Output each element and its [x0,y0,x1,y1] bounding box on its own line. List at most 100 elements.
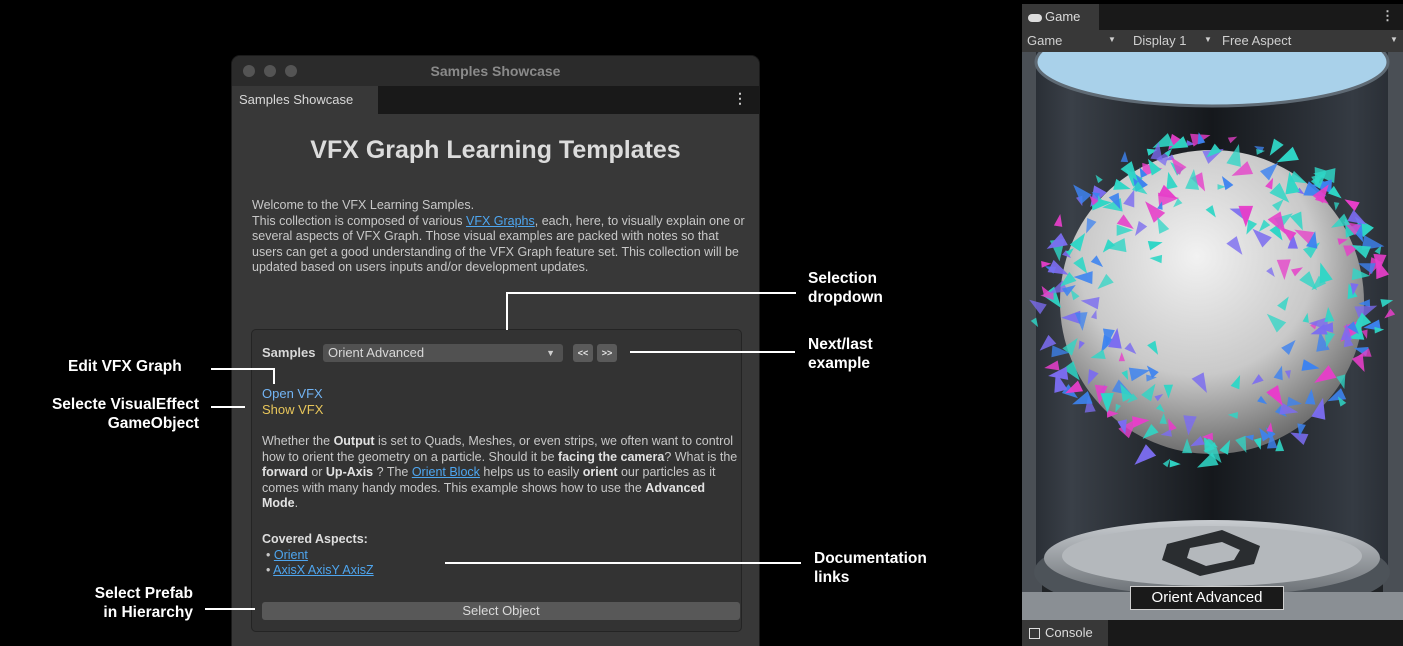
next-sample-button[interactable]: >> [597,344,617,362]
particle-shard [1310,172,1327,189]
particle-shard [1285,171,1300,195]
particle-shard [1062,249,1072,259]
particle-shard [1108,192,1121,210]
particle-shard [1320,180,1328,192]
particle-shard [1266,385,1283,406]
particle-shard [1252,228,1272,248]
orient-doc-link[interactable]: Orient [273,548,308,562]
game-menu-icon[interactable]: ⋮ [1381,8,1394,23]
particle-shard [1196,452,1219,468]
tab-game[interactable]: Game [1022,4,1099,30]
game-mode-dropdown[interactable]: Game [1027,33,1063,48]
axis-doc-link[interactable]: AxisX AxisY AxisZ [273,563,374,577]
particle-shard [1269,182,1290,203]
particle-shard [1191,372,1207,394]
callout-text: links [814,569,850,586]
intro-text-pre: This collection is composed of various [252,213,466,228]
callout-text: Next/last [808,336,873,353]
particle-shard [1217,184,1226,190]
particle-shard [1257,395,1268,405]
particle-shard [1319,262,1333,284]
particle-shard [1238,205,1254,228]
tab-menu-icon[interactable]: ⋮ [733,90,747,106]
particle-shard [1091,192,1101,199]
callout-edit-vfx: Edit VFX Graph [68,358,182,375]
particle-shard [1351,244,1372,259]
desc-bold: orient [582,465,618,480]
particle-shard [1266,432,1278,449]
particle-shard [1147,340,1159,355]
particle-shard [1301,359,1320,371]
particle-shard [1115,403,1122,413]
desc-text: Whether the [262,434,334,448]
desc-text: . [294,496,299,511]
particle-shard [1290,432,1309,446]
show-vfx-link[interactable]: Show VFX [262,402,324,417]
particle-shard [1097,273,1114,290]
previous-sample-button[interactable]: << [573,344,593,362]
particle-shard [1134,444,1157,465]
particle-shard [1160,429,1172,437]
vfx-graphs-link[interactable]: VFX Graphs [465,213,535,228]
particle-shard [1169,136,1189,149]
particle-shard [1147,158,1162,176]
particle-shard [1086,217,1097,234]
particle-shard [1294,229,1315,244]
open-vfx-link[interactable]: Open VFX [262,386,323,401]
particle-shard [1276,146,1299,163]
maximize-window-button[interactable] [285,65,297,77]
callout-text: in Hierarchy [103,604,193,621]
particle-shard [1065,248,1074,256]
particle-shard [1095,174,1103,184]
particle-shard [1357,348,1372,357]
particle-shard [1149,254,1163,264]
window-title: Samples Showcase [430,63,561,79]
particle-shard [1120,161,1138,182]
game-render-view[interactable]: Orient Advanced [1022,52,1403,620]
particle-shard [1358,263,1376,275]
particle-shard [1276,259,1291,281]
particle-shard [1235,435,1247,453]
callout-line [506,292,796,294]
callout-text: example [808,355,871,372]
particle-shard [1290,267,1303,277]
particle-shard [1061,284,1076,297]
display-dropdown[interactable]: Display 1 [1133,33,1187,48]
callout-line [506,292,508,330]
minimize-window-button[interactable] [264,65,276,77]
particle-shard [1118,418,1138,439]
aspect-dropdown[interactable]: Free Aspect [1222,33,1292,48]
particle-shard [1087,369,1099,386]
callout-line [630,351,795,353]
close-window-button[interactable] [243,65,255,77]
vfx-scene-render [1022,52,1403,620]
particle-shard [1344,199,1360,212]
particle-shard [1090,309,1097,320]
tab-samples-showcase[interactable]: Samples Showcase [232,86,378,114]
particle-shard [1286,396,1302,407]
desc-text: is set to Quads, Meshes, or even strips,… [262,434,734,464]
particle-shard [1219,439,1231,455]
callout-selection-dropdown: Selection dropdown [808,269,883,307]
select-object-button[interactable]: Select Object [262,602,740,620]
samples-dropdown[interactable]: Orient Advanced ▼ [323,344,563,362]
gamepad-icon [1028,13,1042,22]
samples-panel: Samples Orient Advanced ▼ << >> Open VFX… [251,329,742,632]
list-item: • Orient [266,548,308,562]
particle-shard [1044,360,1060,371]
particle-shard [1279,402,1299,415]
chevron-down-icon: ▼ [1390,35,1398,44]
particle-shard [1102,239,1116,253]
particle-shard [1205,205,1216,218]
particle-shard [1124,342,1137,355]
orient-block-link[interactable]: Orient Block [411,465,480,480]
window-titlebar[interactable]: Samples Showcase [232,56,759,86]
particle-shard [1384,308,1396,319]
callout-line [273,368,275,384]
particle-shard [1273,365,1283,381]
particle-shard [1302,312,1309,323]
particle-shard [1244,434,1254,441]
particle-shard [1142,423,1159,439]
particle-shard [1336,374,1346,389]
tab-console[interactable]: Console [1022,620,1108,646]
